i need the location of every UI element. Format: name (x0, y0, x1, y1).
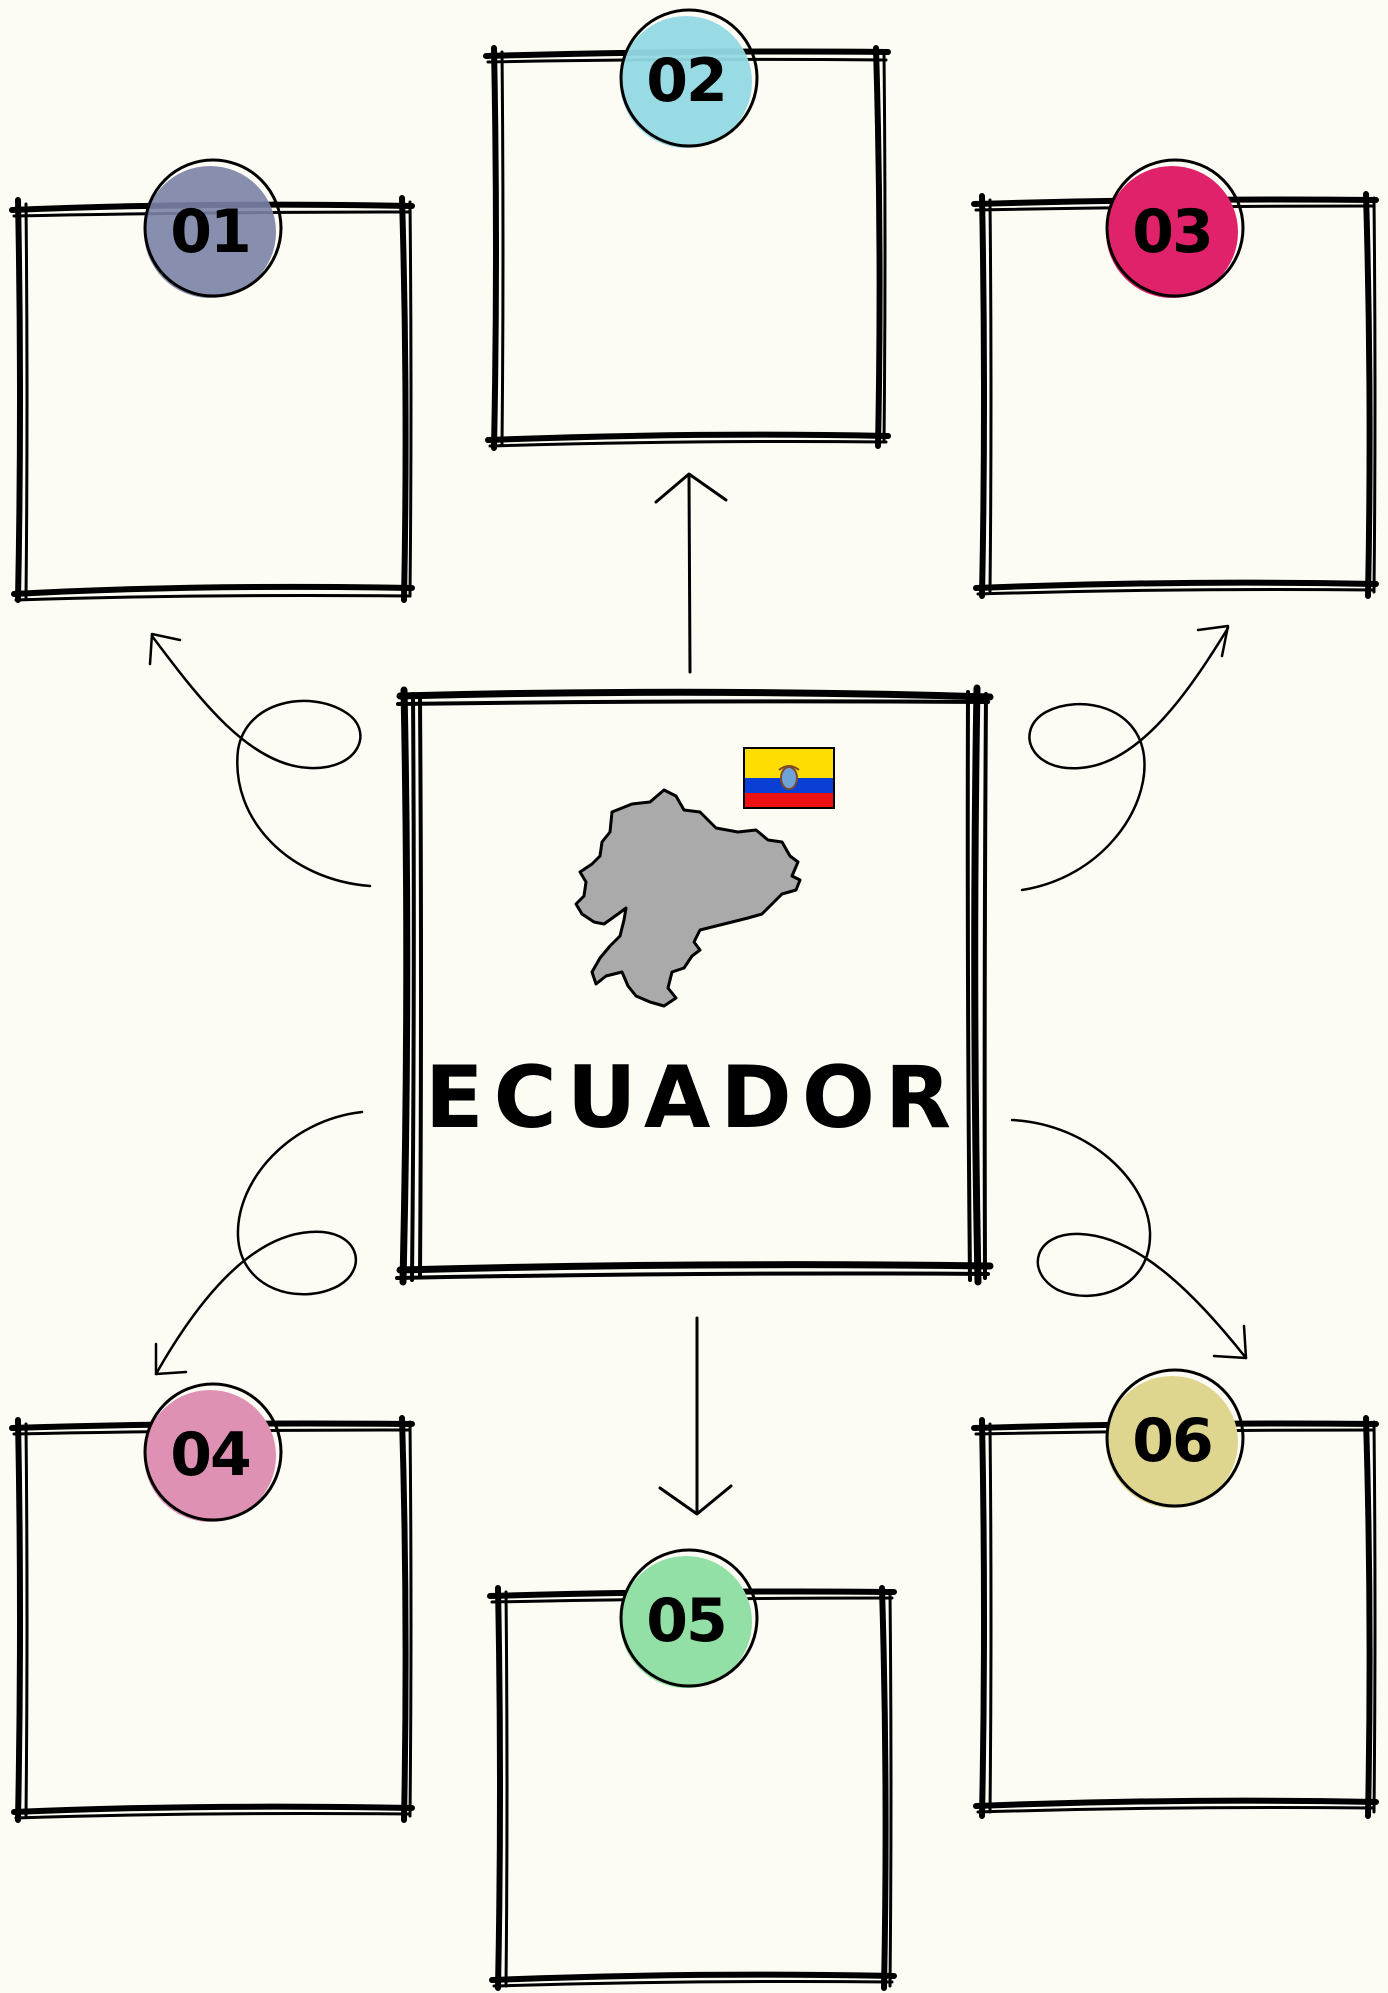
badge-label: 02 (646, 46, 726, 116)
central-box (395, 684, 994, 1286)
badge-circle (144, 1390, 276, 1522)
badge-label: 04 (170, 1420, 250, 1490)
arrow-to-03 (1020, 624, 1230, 892)
badge-label: 03 (1132, 197, 1212, 267)
badge-05: 05 (619, 1548, 759, 1688)
badge-02: 02 (619, 8, 759, 148)
arrow-to-05 (658, 1316, 733, 1516)
badge-circle (1106, 1376, 1238, 1508)
badge-circle (620, 16, 752, 148)
badge-03: 03 (1105, 158, 1245, 298)
badge-01: 01 (143, 158, 283, 298)
box-01 (9, 195, 415, 603)
badge-04: 04 (143, 1382, 283, 1522)
box-05 (487, 1585, 897, 1991)
badge-circle (620, 1556, 752, 1688)
arrow-to-01 (148, 632, 372, 888)
badge-circle (1106, 166, 1238, 298)
box-03 (971, 191, 1379, 599)
badge-06: 06 (1105, 1368, 1245, 1508)
box-02 (483, 45, 891, 451)
arrow-to-04 (154, 1110, 364, 1376)
page-title: ECUADOR (425, 1048, 961, 1148)
badge-circle (144, 166, 276, 298)
arrow-to-06 (1010, 1118, 1248, 1360)
ecuador-flag-icon (743, 747, 835, 809)
badge-label: 05 (646, 1586, 726, 1656)
ecuador-map-icon (574, 788, 802, 1008)
badge-label: 06 (1132, 1406, 1212, 1476)
arrow-to-02 (654, 472, 728, 674)
badge-label: 01 (170, 197, 250, 267)
